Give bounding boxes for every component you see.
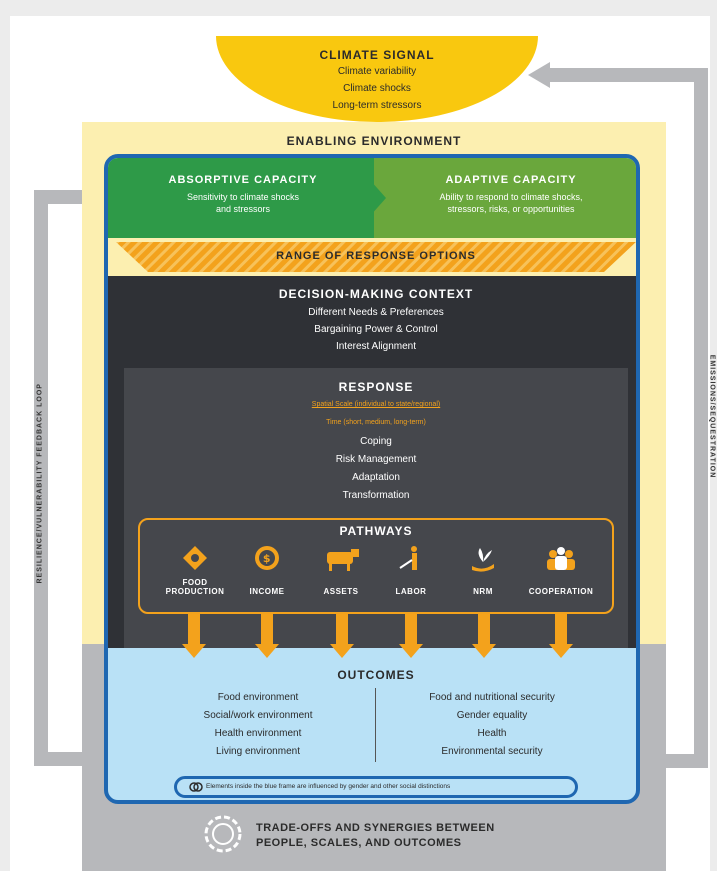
response-time: Time (short, medium, long-term) [326, 419, 426, 426]
gender-note-pill [174, 776, 578, 798]
down-arrow-icon [330, 614, 354, 658]
absorptive-capacity-panel [108, 158, 382, 238]
pathway-label-line2: ASSETS [323, 587, 359, 596]
outcome-right-item: Health [477, 728, 507, 739]
adaptive-capacity-panel [374, 158, 636, 238]
adaptive-capacity-desc: stressors, risks, or opportunities [447, 204, 575, 214]
capacity-divider-chevron [370, 180, 386, 216]
income-icon: $ [255, 546, 279, 570]
outcome-left-item: Social/work environment [203, 710, 313, 721]
down-arrow-icon [549, 614, 573, 658]
pathway-food-production: FOOD PRODUCTION [150, 544, 240, 596]
absorptive-capacity-desc: and stressors [215, 204, 271, 214]
pathway-cooperation: COOPERATION [516, 544, 606, 596]
decision-context-panel [108, 276, 636, 370]
pathway-label-line1 [438, 578, 528, 587]
response-spatial-scale: Spatial Scale (individual to state/regio… [311, 401, 441, 408]
enabling-environment-title: ENABLING ENVIRONMENT [286, 134, 462, 148]
climate-signal-item: Climate shocks [343, 83, 411, 94]
right-loop-vertical-bar [694, 68, 708, 768]
outcome-right-item: Food and nutritional security [429, 692, 555, 703]
left-loop-label: RESILIENCE/VULNERABILITY FEEDBACK LOOP [36, 383, 44, 584]
right-loop-arrowhead-icon [528, 62, 550, 88]
outcome-left-item: Food environment [217, 692, 299, 703]
cooperation-icon [547, 547, 575, 570]
labor-icon [399, 546, 417, 570]
down-arrow-icon [472, 614, 496, 658]
down-arrow-icon [255, 614, 279, 658]
outcome-left-item: Living environment [216, 746, 300, 757]
range-of-response-shape [116, 242, 636, 272]
response-title: RESPONSE [338, 380, 414, 394]
left-loop-vertical-bar [34, 190, 48, 765]
down-arrow-icon [399, 614, 423, 658]
adaptive-capacity-title: ADAPTIVE CAPACITY [445, 174, 577, 186]
tradeoffs-title-line1: TRADE-OFFS AND SYNERGIES BETWEEN [256, 822, 495, 834]
climate-signal-item: Long-term stressors [332, 100, 422, 111]
pathway-label-line1 [516, 578, 606, 587]
response-panel [124, 368, 628, 648]
pathway-label-line2: INCOME [249, 587, 285, 596]
pathway-labor: LABOR [366, 544, 456, 596]
outcomes-title: OUTCOMES [337, 668, 415, 682]
climate-signal-title: CLIMATE SIGNAL [319, 48, 435, 62]
right-loop-top-bar [548, 68, 708, 82]
outcome-left-item: Health environment [214, 728, 302, 739]
response-item: Risk Management [335, 454, 417, 465]
down-arrow-icon [182, 614, 206, 658]
gender-note-text: Elements inside the blue frame are influ… [206, 783, 451, 790]
assets-icon [327, 549, 359, 571]
pathway-arrows [182, 614, 573, 658]
tradeoffs-title-line2: PEOPLE, SCALES, AND OUTCOMES [256, 837, 462, 849]
pathway-label-line2: PRODUCTION [165, 587, 225, 596]
svg-text:$: $ [263, 552, 271, 565]
absorptive-capacity-desc: Sensitivity to climate shocks [186, 192, 300, 202]
outcome-right-item: Gender equality [456, 710, 528, 721]
pathway-label-line2: COOPERATION [528, 587, 594, 596]
decision-context-item: Different Needs & Preferences [308, 307, 444, 318]
pathway-assets: ASSETS [296, 544, 386, 596]
outcome-right-item: Environmental security [441, 746, 543, 757]
food-production-icon [183, 546, 207, 570]
nrm-icon [472, 548, 494, 572]
right-loop-label: EMISSIONS/SEQUESTRATION [708, 354, 716, 479]
pathway-nrm: NRM [438, 544, 528, 596]
response-item: Coping [360, 436, 392, 447]
decision-context-item: Interest Alignment [335, 341, 417, 352]
pathway-income: $ INCOME [222, 544, 312, 596]
adaptive-capacity-desc: Ability to respond to climate shocks, [439, 192, 583, 202]
decision-context-item: Bargaining Power & Control [314, 324, 438, 335]
response-item: Transformation [342, 490, 410, 501]
pathway-label-line2: LABOR [395, 587, 427, 596]
response-item: Adaptation [352, 472, 400, 483]
range-of-response-title: RANGE OF RESPONSE OPTIONS [276, 250, 476, 262]
absorptive-capacity-title: ABSORPTIVE CAPACITY [168, 174, 318, 186]
gender-blue-frame: ABSORPTIVE CAPACITY Sensitivity to clima… [104, 154, 640, 804]
pathway-label-line1: FOOD [182, 578, 208, 587]
decision-context-title: DECISION-MAKING CONTEXT [278, 287, 474, 301]
pathways-title: PATHWAYS [339, 524, 413, 538]
gender-symbol-icon [189, 782, 203, 792]
tradeoffs-circle-icon [204, 815, 242, 853]
pathways-box [138, 518, 614, 614]
climate-signal-item: Climate variability [337, 66, 417, 77]
pathway-label-line2: NRM [473, 587, 493, 596]
outcomes-divider [375, 688, 376, 762]
